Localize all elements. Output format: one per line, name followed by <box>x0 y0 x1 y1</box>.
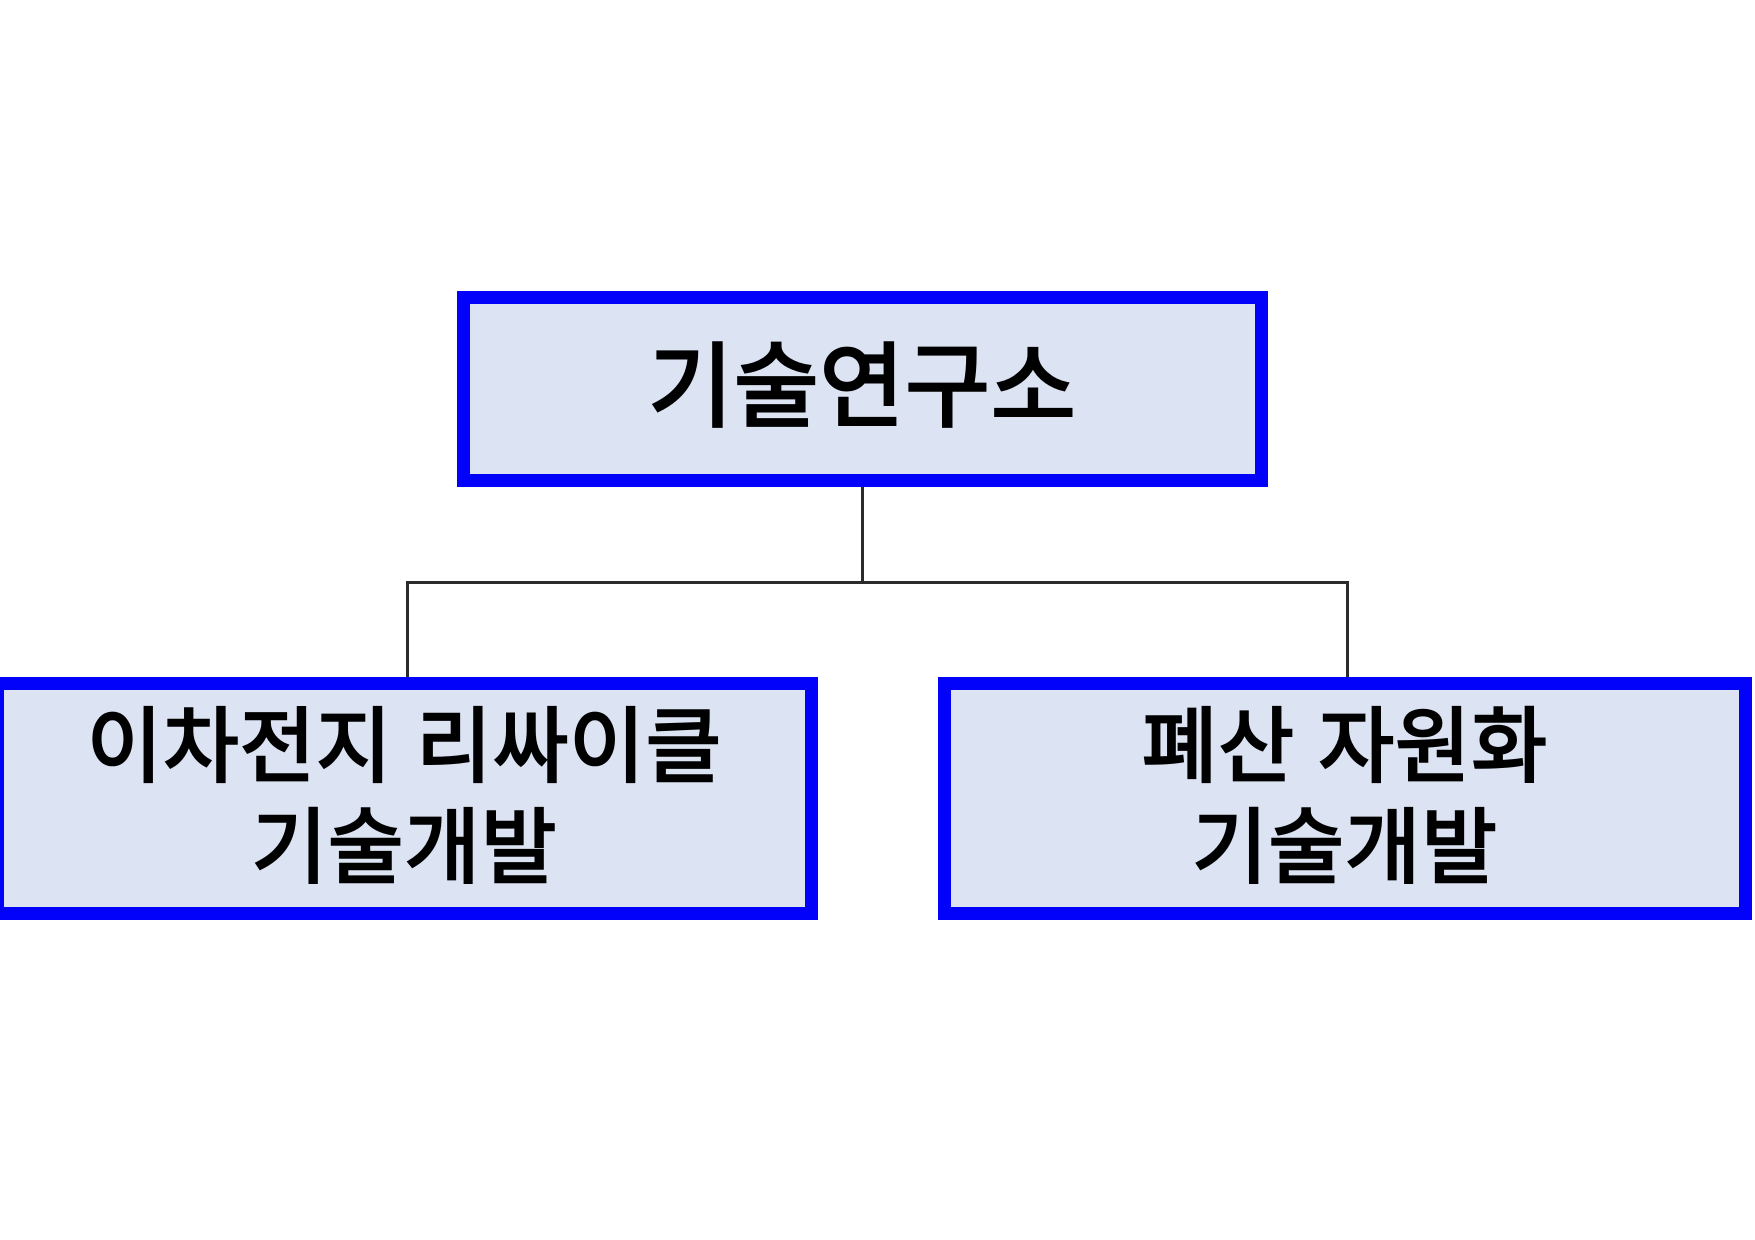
org-node-research-institute: 기술연구소 <box>457 291 1268 487</box>
org-node-waste-acid-recycling-label: 폐산 자원화 기술개발 <box>1142 701 1548 894</box>
org-node-research-institute-label: 기술연구소 <box>648 337 1077 440</box>
connector-horizontal-bar <box>406 581 1349 584</box>
connector-left-drop <box>406 581 409 678</box>
connector-right-drop <box>1346 581 1349 678</box>
org-node-battery-recycling-label: 이차전지 리싸이클 기술개발 <box>86 701 723 894</box>
org-node-battery-recycling: 이차전지 리싸이클 기술개발 <box>0 677 818 920</box>
connector-root-stem <box>861 487 864 583</box>
org-node-waste-acid-recycling: 폐산 자원화 기술개발 <box>938 677 1752 920</box>
